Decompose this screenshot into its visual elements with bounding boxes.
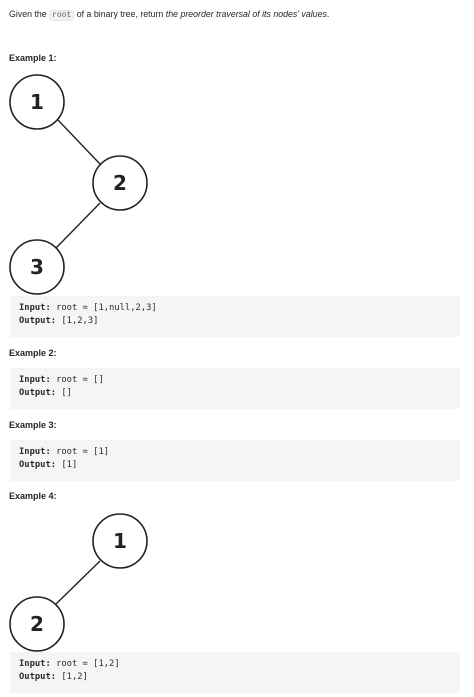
tree-node-2-label: 2 xyxy=(113,171,127,195)
input-value: root = [1,null,2,3] xyxy=(56,303,157,313)
example-4-title: Example 4: xyxy=(9,491,57,501)
edge-1-2 xyxy=(57,119,101,165)
example-1-output-row: Output: [1,2,3] xyxy=(19,315,451,328)
intro-middle: of a binary tree, return xyxy=(76,9,164,19)
output-value: [] xyxy=(61,388,72,398)
example-3-output-row: Output: [1] xyxy=(19,459,451,472)
example-4-input-row: Input: root = [1,2] xyxy=(19,658,451,671)
tree-node-3-label: 3 xyxy=(30,255,44,279)
tree-node-2: 2 xyxy=(92,155,148,211)
tree-node-3: 3 xyxy=(9,239,65,295)
output-label: Output: xyxy=(19,460,57,470)
input-value: root = [1] xyxy=(56,447,110,457)
output-label: Output: xyxy=(19,672,57,682)
output-label: Output: xyxy=(19,388,57,398)
example-2-output-row: Output: [] xyxy=(19,387,451,400)
problem-description: Given the root of a binary tree, return … xyxy=(9,8,329,22)
tree-node-2-label: 2 xyxy=(30,612,44,636)
example-3-input-row: Input: root = [1] xyxy=(19,446,451,459)
output-label: Output: xyxy=(19,316,57,326)
tree-node-1-label: 1 xyxy=(113,529,127,553)
example-4-output-row: Output: [1,2] xyxy=(19,671,451,684)
tree-node-1: 1 xyxy=(9,74,65,130)
intro-emphasis: the preorder traversal of its nodes' val… xyxy=(165,9,327,19)
example-2-title: Example 2: xyxy=(9,348,57,358)
output-value: [1] xyxy=(61,460,78,470)
example-1-tree-diagram: 1 2 3 xyxy=(9,74,148,295)
output-value: [1,2] xyxy=(61,672,88,682)
example-2-code-block: Input: root = [] Output: [] xyxy=(10,368,460,409)
example-3-code-block: Input: root = [1] Output: [1] xyxy=(10,440,460,481)
example-1-input-row: Input: root = [1,null,2,3] xyxy=(19,302,451,315)
intro-suffix: . xyxy=(326,9,330,19)
example-1-code-block: Input: root = [1,null,2,3] Output: [1,2,… xyxy=(10,296,460,337)
edge-2-3 xyxy=(55,202,101,249)
example-2-input-row: Input: root = [] xyxy=(19,374,451,387)
inline-code-root: root xyxy=(49,10,75,21)
tree-node-1-label: 1 xyxy=(30,90,44,114)
example-3-title: Example 3: xyxy=(9,420,57,430)
example-4-tree-diagram: 1 2 xyxy=(9,513,148,652)
input-label: Input: xyxy=(19,659,51,669)
output-value: [1,2,3] xyxy=(61,316,99,326)
example-1-title: Example 1: xyxy=(9,53,57,63)
tree-node-2: 2 xyxy=(9,596,65,652)
example-4-code-block: Input: root = [1,2] Output: [1,2] xyxy=(10,652,460,693)
intro-prefix: Given the xyxy=(9,9,47,19)
input-label: Input: xyxy=(19,375,51,385)
tree-node-1: 1 xyxy=(92,513,148,569)
input-label: Input: xyxy=(19,303,51,313)
input-label: Input: xyxy=(19,447,51,457)
input-value: root = [1,2] xyxy=(56,659,120,669)
input-value: root = [] xyxy=(56,375,104,385)
edge-1-2 xyxy=(55,560,101,605)
